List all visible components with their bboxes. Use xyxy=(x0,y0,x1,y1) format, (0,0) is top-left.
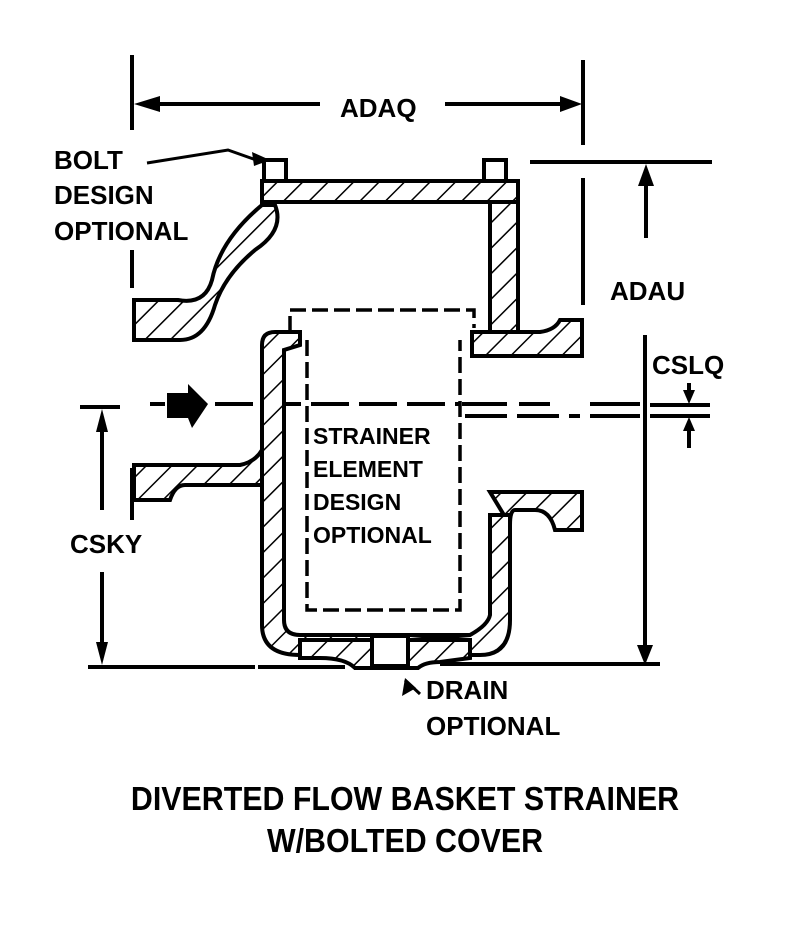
strainer-element-outline xyxy=(288,308,476,612)
bolt-callout-line: OPTIONAL xyxy=(54,216,188,246)
drain-plug xyxy=(370,634,410,668)
drain-callout-line: DRAIN xyxy=(426,675,508,705)
adau-label: ADAU xyxy=(610,276,685,306)
strainer-callout-line: OPTIONAL xyxy=(313,522,432,548)
csky-label: CSKY xyxy=(70,529,142,559)
arrow-right-icon xyxy=(167,384,208,428)
adaq-label: ADAQ xyxy=(340,93,417,123)
strainer-callout-line: ELEMENT xyxy=(313,456,423,482)
bolt-callout-line: DESIGN xyxy=(54,180,154,210)
bolt-callout-line: BOLT xyxy=(54,145,123,175)
bolt-callout: BOLT DESIGN OPTIONAL xyxy=(54,145,188,246)
dimension-arrowheads xyxy=(96,96,695,696)
caption-line-1: DIVERTED FLOW BASKET STRAINER xyxy=(130,780,680,817)
strainer-callout: STRAINER ELEMENT DESIGN OPTIONAL xyxy=(313,423,432,548)
strainer-callout-line: STRAINER xyxy=(313,423,431,449)
drain-callout: DRAIN OPTIONAL xyxy=(426,675,560,741)
caption-line-2: W/BOLTED COVER xyxy=(266,822,544,859)
strainer-callout-line: DESIGN xyxy=(313,489,401,515)
drain-callout-line: OPTIONAL xyxy=(426,711,560,741)
cslq-label: CSLQ xyxy=(652,350,724,380)
